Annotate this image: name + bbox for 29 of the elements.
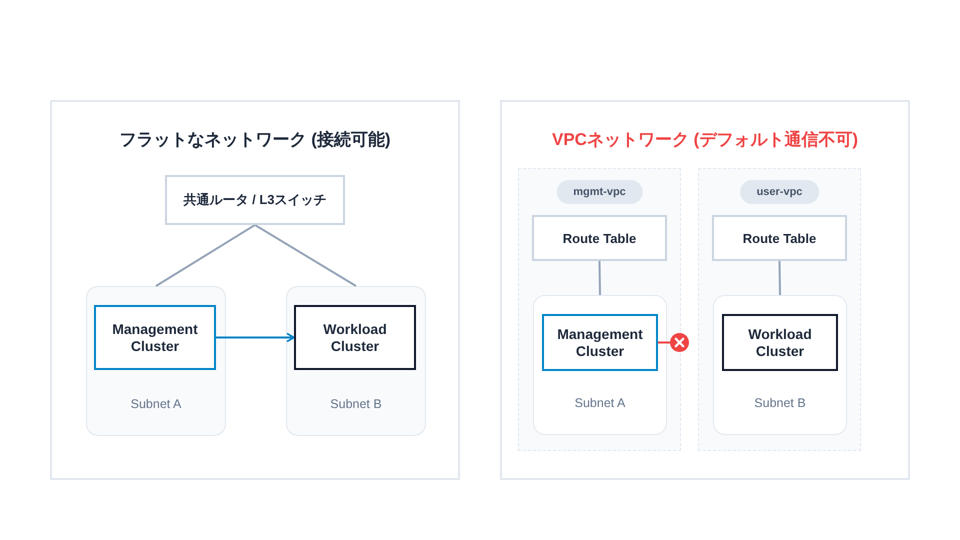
route-table-box: Route Table xyxy=(532,215,667,261)
subnet-box xyxy=(86,286,226,436)
cluster-box: Workload Cluster xyxy=(294,305,416,370)
vpc-tag: mgmt-vpc xyxy=(556,180,643,204)
router-box: 共通ルータ / L3スイッチ xyxy=(165,175,345,225)
blocked-connector xyxy=(658,332,690,354)
cluster-box: Management Cluster xyxy=(542,314,658,371)
subnet-box xyxy=(533,295,667,435)
cluster-box: Management Cluster xyxy=(94,305,216,370)
cluster-box: Workload Cluster xyxy=(722,314,838,371)
panel-title: VPCネットワーク (デフォルト通信不可) xyxy=(552,129,858,151)
vpc-region xyxy=(518,168,681,451)
subnet-box xyxy=(286,286,426,436)
subnet-box xyxy=(713,295,847,435)
panel xyxy=(500,100,910,480)
connector-line xyxy=(155,224,256,287)
subnet-label: Subnet A xyxy=(130,396,182,412)
panel-title: フラットなネットワーク (接続可能) xyxy=(119,129,391,151)
panel xyxy=(50,100,460,480)
route-table-box: Route Table xyxy=(712,215,847,261)
subnet-label: Subnet B xyxy=(754,395,806,411)
connector-line xyxy=(254,224,357,287)
connector-line xyxy=(778,260,781,296)
arrow xyxy=(216,332,295,342)
vpc-tag: user-vpc xyxy=(740,180,820,204)
connector-line xyxy=(598,260,601,296)
subnet-label: Subnet B xyxy=(330,396,382,412)
vpc-region xyxy=(698,168,861,451)
subnet-label: Subnet A xyxy=(574,395,626,411)
